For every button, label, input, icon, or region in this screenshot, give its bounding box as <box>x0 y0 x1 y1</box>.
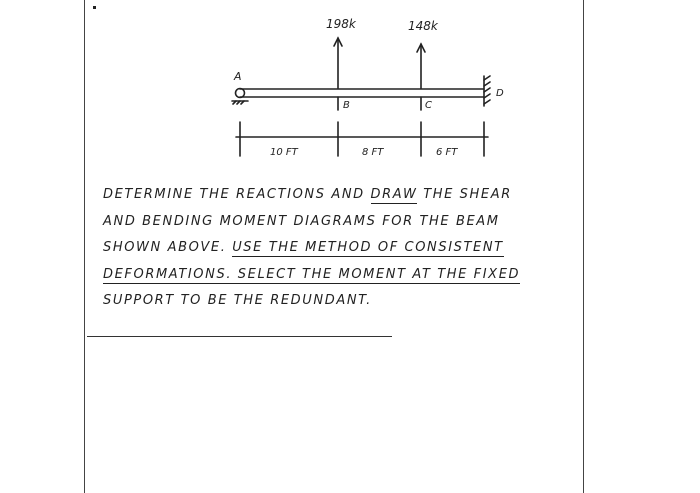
node-label-d: D <box>496 88 504 99</box>
ink-dot <box>93 6 96 9</box>
load-label-b: 198k <box>326 17 357 31</box>
load-label-c: 148k <box>408 19 439 33</box>
paper-sheet <box>84 0 584 493</box>
statement-line-2: AND BENDING MOMENT DIAGRAMS FOR THE BEAM <box>103 213 500 229</box>
span-label-cd: 6 FT <box>436 147 458 158</box>
node-label-b: B <box>343 100 350 111</box>
underlined-method: USE THE METHOD OF CONSISTENT <box>232 240 504 257</box>
statement-line-5: SUPPORT TO BE THE REDUNDANT. <box>103 293 372 308</box>
span-label-bc: 8 FT <box>362 147 384 158</box>
statement-line-3: SHOWN ABOVE. USE THE METHOD OF CONSISTEN… <box>103 240 504 257</box>
statement-line-1: DETERMINE THE REACTIONS AND DRAW THE SHE… <box>103 187 512 204</box>
statement-line-4: DEFORMATIONS. SELECT THE MOMENT AT THE F… <box>103 262 573 289</box>
pin-support-a <box>234 87 246 99</box>
beam-diagram: 198k 148k A B C D 10 FT 8 FT 6 FT <box>231 17 504 158</box>
underlined-draw: DRAW <box>370 187 418 204</box>
underlined-deformations: DEFORMATIONS. SELECT THE MOMENT AT THE F… <box>103 266 521 284</box>
node-label-a: A <box>233 70 242 83</box>
problem-statement: DETERMINE THE REACTIONS AND DRAW THE SHE… <box>103 182 573 315</box>
underline-line-5 <box>87 336 392 337</box>
span-label-ab: 10 FT <box>270 147 299 158</box>
node-label-c: C <box>425 100 432 111</box>
